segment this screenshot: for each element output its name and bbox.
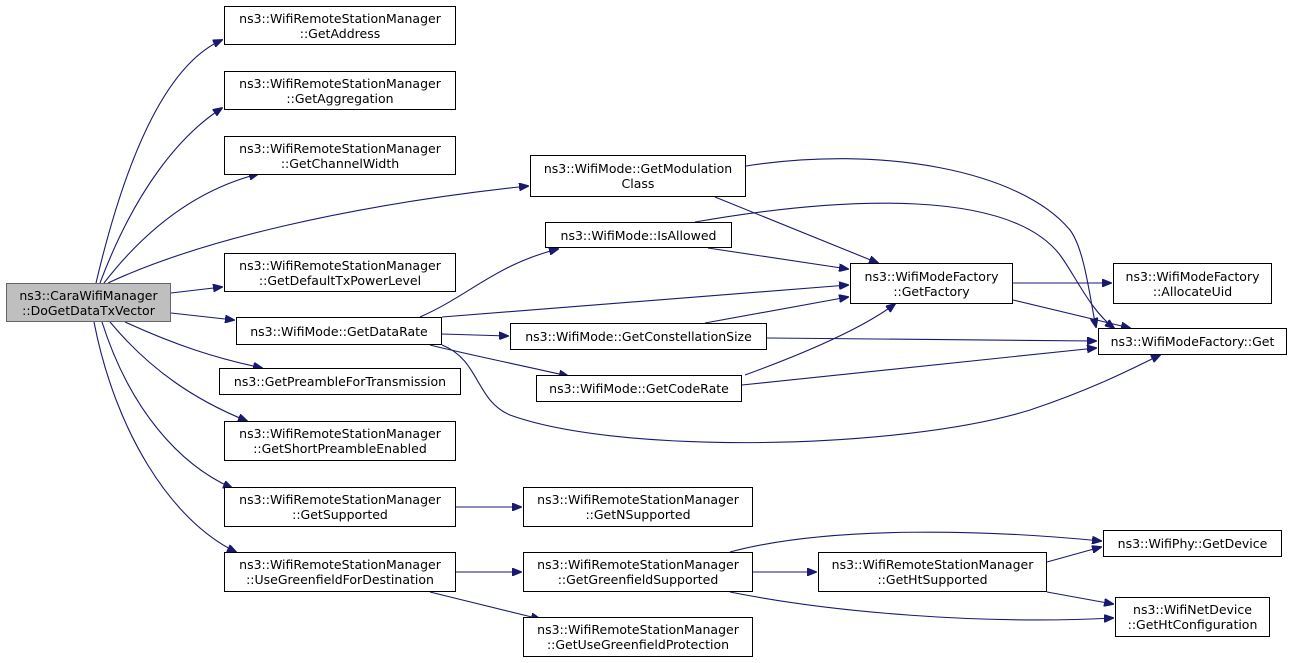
edge-getcoderate-to-getfactory	[744, 304, 895, 376]
edge-usegreenfieldfordestination-to-getusegreenfieldprotection	[429, 591, 540, 619]
edge-root-to-getpreamblefortransmission	[124, 321, 262, 368]
edge-gethtsupported-to-getdevice	[1046, 547, 1101, 563]
edge-root-to-getdatarate	[170, 312, 234, 320]
node-getchannelwidth[interactable]: ns3::WifiRemoteStationManager ::GetChann…	[224, 136, 456, 175]
edge-isallowed-to-getfactory	[707, 247, 848, 269]
node-label-line1: ns3::CaraWifiManager	[19, 287, 158, 303]
edge-root-to-getmodulationclass	[107, 186, 528, 284]
node-getaggregation[interactable]: ns3::WifiRemoteStationManager ::GetAggre…	[224, 71, 456, 110]
node-getdevice[interactable]: ns3::WifiPhy::GetDevice	[1103, 530, 1282, 557]
node-label-line2: ::GetUseGreenfieldProtection	[546, 637, 730, 652]
node-label-line2: ::GetHtConfiguration	[1127, 617, 1258, 632]
node-label-line1: ns3::GetPreambleForTransmission	[233, 374, 447, 389]
node-label-line2: ::GetShortPreambleEnabled	[253, 441, 427, 456]
edge-root-to-getsupported	[101, 321, 232, 488]
node-getdefaulttxpowerlevel[interactable]: ns3::WifiRemoteStationManager ::GetDefau…	[224, 253, 456, 292]
node-factoryget[interactable]: ns3::WifiModeFactory::Get	[1098, 328, 1287, 355]
edge-getgreenfieldsupported-to-gethtconfiguration	[729, 591, 1113, 620]
node-label-line1: ns3::WifiMode::GetModulation	[543, 161, 733, 176]
edge-getgreenfieldsupported-to-getdevice	[729, 531, 1101, 553]
node-label-line1: ns3::WifiRemoteStationManager	[239, 75, 441, 91]
edge-getdatarate-to-isallowed	[419, 249, 558, 318]
node-label-line2: ::GetHtSupported	[877, 572, 988, 587]
node-label-line2: ::GetAddress	[299, 25, 381, 41]
node-label-line1: ns3::WifiMode::GetDataRate	[250, 323, 428, 339]
node-getshortpreambleenabled[interactable]: ns3::WifiRemoteStationManager ::GetShort…	[224, 421, 456, 461]
edge-getconstellationsize-to-getfactory	[704, 297, 848, 324]
node-label-line2: ::GetFactory	[893, 283, 970, 299]
node-getfactory[interactable]: ns3::WifiModeFactory ::GetFactory	[850, 263, 1013, 304]
node-label-line1: ns3::WifiRemoteStationManager	[239, 140, 441, 156]
node-isallowed[interactable]: ns3::WifiMode::IsAllowed	[545, 222, 732, 248]
node-label-line2: ::GetAggregation	[286, 90, 394, 106]
node-label-line1: ns3::WifiNetDevice	[1133, 602, 1252, 617]
node-getpreamblefortransmission[interactable]: ns3::GetPreambleForTransmission	[219, 368, 461, 395]
node-usegreenfieldfordestination[interactable]: ns3::WifiRemoteStationManager ::UseGreen…	[224, 552, 456, 592]
node-getgreenfieldsupported[interactable]: ns3::WifiRemoteStationManager ::GetGreen…	[523, 552, 753, 592]
node-label-line1: ns3::WifiPhy::GetDevice	[1117, 536, 1268, 551]
edge-gethtsupported-to-gethtconfiguration	[1046, 591, 1113, 604]
edge-getmodulationclass-to-getfactory	[714, 196, 878, 263]
node-label-line2: Class	[621, 176, 655, 191]
node-label-line2: ::DoGetDataTxVector	[22, 302, 155, 318]
node-label-line1: ns3::WifiRemoteStationManager	[239, 426, 441, 441]
node-getsupported[interactable]: ns3::WifiRemoteStationManager ::GetSuppo…	[224, 487, 456, 527]
node-label-line2: ::GetNSupported	[585, 507, 691, 522]
edge-getdatarate-to-getfactory	[441, 285, 848, 318]
edge-root-to-getshortpreambleenabled	[109, 321, 247, 421]
node-getaddress[interactable]: ns3::WifiRemoteStationManager ::GetAddre…	[224, 6, 456, 45]
edge-getdatarate-to-factoryget	[441, 344, 1160, 444]
node-label-line1: ns3::WifiModeFactory	[864, 268, 999, 284]
node-label-line2: ::GetChannelWidth	[280, 155, 400, 171]
edge-getmodulationclass-to-factoryget	[745, 158, 1096, 327]
node-label-line1: ns3::WifiRemoteStationManager	[831, 557, 1034, 572]
node-label-line2: ::UseGreenfieldForDestination	[246, 572, 434, 587]
node-label-line1: ns3::WifiMode::GetCodeRate	[549, 381, 729, 396]
node-getnsupported[interactable]: ns3::WifiRemoteStationManager ::GetNSupp…	[523, 487, 753, 527]
node-label-line1: ns3::WifiRemoteStationManager	[537, 492, 739, 507]
node-gethtsupported[interactable]: ns3::WifiRemoteStationManager ::GetHtSup…	[818, 552, 1047, 592]
node-getusegreenfieldprotection[interactable]: ns3::WifiRemoteStationManager ::GetUseGr…	[523, 617, 753, 657]
edge-getfactory-to-factoryget	[1012, 299, 1130, 328]
node-label-line1: ns3::WifiModeFactory	[1125, 268, 1260, 284]
node-label-line1: ns3::WifiRemoteStationManager	[537, 622, 739, 637]
node-label-line2: ::GetSupported	[292, 507, 388, 522]
edge-getcoderate-to-factoryget	[741, 348, 1096, 386]
node-gethtconfiguration[interactable]: ns3::WifiNetDevice ::GetHtConfiguration	[1115, 597, 1270, 637]
edge-root-to-usegreenfieldfordestination	[93, 321, 236, 552]
node-getdatarate[interactable]: ns3::WifiMode::GetDataRate	[236, 317, 442, 345]
node-root: ns3::CaraWifiManager ::DoGetDataTxVector	[6, 283, 171, 322]
node-label-line1: ns3::WifiRemoteStationManager	[239, 492, 441, 507]
edge-getconstellationsize-to-factoryget	[766, 338, 1096, 341]
node-label-line1: ns3::WifiRemoteStationManager	[239, 557, 441, 572]
edge-root-to-getdefaulttxpowerlevel	[170, 287, 222, 294]
edge-getdatarate-to-getconstellationsize	[441, 334, 508, 336]
edge-root-to-getaddress	[95, 40, 222, 284]
node-label-line1: ns3::WifiRemoteStationManager	[239, 10, 441, 26]
node-getconstellationsize[interactable]: ns3::WifiMode::GetConstellationSize	[510, 323, 767, 350]
node-label-line1: ns3::WifiMode::IsAllowed	[560, 227, 717, 243]
node-label-line1: ns3::WifiMode::GetConstellationSize	[525, 329, 752, 344]
node-label-line2: ::AllocateUid	[1152, 283, 1233, 299]
node-getmodulationclass[interactable]: ns3::WifiMode::GetModulation Class	[530, 155, 746, 197]
edge-isallowed-to-factoryget	[694, 202, 1114, 328]
node-label-line2: ::GetGreenfieldSupported	[557, 572, 719, 587]
node-allocateuid[interactable]: ns3::WifiModeFactory ::AllocateUid	[1113, 263, 1272, 304]
edge-root-to-getaggregation	[99, 108, 222, 284]
node-label-line1: ns3::WifiRemoteStationManager	[239, 257, 441, 273]
edge-root-to-getchannelwidth	[103, 174, 258, 284]
edge-getdatarate-to-getcoderate	[429, 344, 568, 376]
node-getcoderate[interactable]: ns3::WifiMode::GetCodeRate	[536, 375, 742, 402]
node-label-line1: ns3::WifiModeFactory::Get	[1110, 334, 1275, 349]
node-label-line2: ::GetDefaultTxPowerLevel	[258, 272, 422, 288]
node-label-line1: ns3::WifiRemoteStationManager	[537, 557, 739, 572]
